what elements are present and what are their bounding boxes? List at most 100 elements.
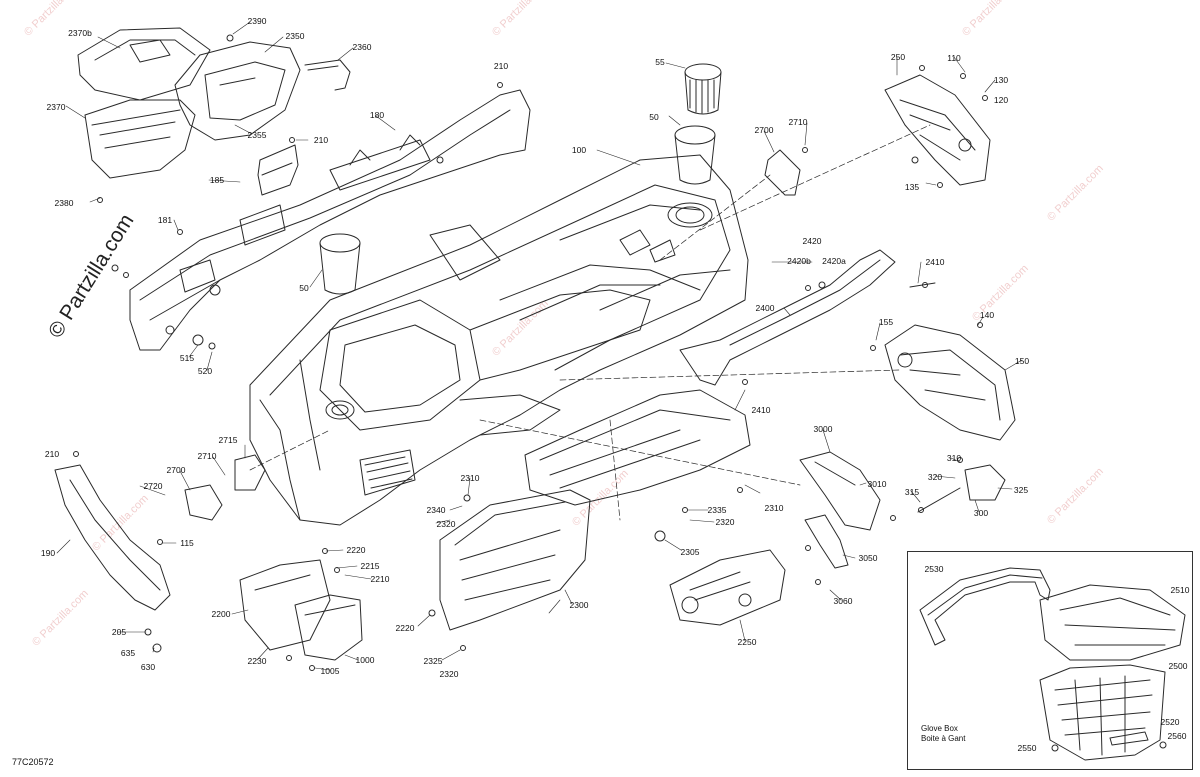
bracket-3050: [804, 514, 849, 569]
callout-3000: 3000: [813, 423, 833, 434]
callout-2350: 2350: [285, 30, 305, 41]
callout-50-left: 50: [299, 282, 309, 293]
callout-520: 520: [197, 365, 213, 376]
callout-515: 515: [179, 352, 195, 363]
duct-1000: [294, 594, 363, 661]
callout-205: 205: [111, 626, 127, 637]
assembly-lines: [249, 124, 931, 521]
lower-tray: [524, 389, 751, 506]
callout-150: 150: [1014, 355, 1030, 366]
callout-2355: 2355: [247, 129, 267, 140]
bracket-185: [257, 144, 299, 196]
callout-2310-right: 2310: [764, 502, 784, 513]
glove-box-inset-parts: [919, 567, 1186, 761]
latch-300: [964, 464, 1006, 501]
cover-3000: [799, 451, 881, 531]
callout-2305: 2305: [680, 546, 700, 557]
rod-315: [917, 487, 961, 513]
callout-2710-left: 2710: [197, 450, 217, 461]
callout-2710-top: 2710: [788, 116, 808, 127]
callout-2320-mid: 2320: [715, 516, 735, 527]
strap-2360: [304, 59, 351, 91]
callout-300: 300: [973, 507, 989, 518]
callout-2250: 2250: [737, 636, 757, 647]
duct-2200: [239, 559, 331, 651]
storage-bin-2370: [84, 99, 196, 179]
console-block-2250: [669, 549, 786, 626]
callout-135: 135: [904, 181, 920, 192]
storage-lid-2370b: [77, 27, 211, 101]
dashboard-main-body: [249, 154, 749, 526]
side-panel-150: [884, 324, 1016, 441]
callout-2400: 2400: [755, 302, 775, 313]
callout-2420a: 2420a: [822, 255, 846, 266]
callout-2335: 2335: [707, 504, 727, 515]
callout-120: 120: [993, 94, 1009, 105]
callout-2200: 2200: [211, 608, 231, 619]
callout-2300: 2300: [569, 599, 589, 610]
callout-630: 630: [140, 661, 156, 672]
cup-holder-50-right: [674, 125, 716, 185]
callout-2220-bottom: 2220: [395, 622, 415, 633]
inset-caption-fr: Boite à Gant: [921, 734, 966, 743]
callout-1000: 1000: [355, 654, 375, 665]
glove-box-2300: [439, 489, 591, 631]
bracket-190: [54, 464, 171, 611]
callout-55: 55: [655, 56, 665, 67]
callout-2550: 2550: [1017, 742, 1037, 753]
callout-2700-top: 2700: [754, 124, 774, 135]
bracket-2715: [234, 454, 266, 491]
callout-2410-center: 2410: [751, 404, 771, 415]
callout-315: 315: [904, 486, 920, 497]
callout-250: 250: [890, 51, 906, 62]
callout-115: 115: [180, 537, 194, 548]
callout-2390: 2390: [247, 15, 267, 26]
callout-2320-top: 2320: [436, 518, 456, 529]
callout-2230: 2230: [247, 655, 267, 666]
drawing-number: 77C20572: [12, 757, 54, 767]
callout-155: 155: [878, 316, 894, 327]
bracket-2700-top: [764, 149, 801, 196]
cup-holder-55: [684, 63, 722, 115]
callout-210: 210: [313, 134, 329, 145]
callout-130: 130: [993, 74, 1009, 85]
callout-3010: 3010: [867, 478, 887, 489]
side-panel-250: [884, 74, 991, 186]
callout-181: 181: [157, 214, 173, 225]
glove-box-inset-frame: [907, 551, 1193, 770]
callout-2210: 2210: [370, 573, 390, 584]
callout-2360: 2360: [352, 41, 372, 52]
callout-2520: 2520: [1160, 716, 1180, 727]
callout-2215: 2215: [360, 560, 380, 571]
bezel-2350: [174, 41, 301, 141]
callout-2715: 2715: [218, 434, 238, 445]
callout-210-top: 210: [493, 60, 509, 71]
callout-2370b: 2370b: [68, 27, 92, 38]
callout-325: 325: [1013, 484, 1029, 495]
cup-holder-50-left: [319, 233, 361, 295]
callout-2380: 2380: [54, 197, 74, 208]
callout-2510: 2510: [1170, 584, 1190, 595]
callout-2325: 2325: [423, 655, 443, 666]
callout-2720: 2720: [143, 480, 163, 491]
bracket-2700-left: [184, 484, 223, 521]
callout-2560: 2560: [1167, 730, 1187, 741]
callout-2700-left: 2700: [166, 464, 186, 475]
callout-3060: 3060: [833, 595, 853, 606]
callout-3050: 3050: [858, 552, 878, 563]
callout-2420b: 2420b: [787, 255, 811, 266]
callout-2420: 2420: [802, 235, 822, 246]
callout-1005: 1005: [320, 665, 340, 676]
callout-140: 140: [979, 309, 995, 320]
upper-beam: [129, 89, 531, 351]
inset-caption-en: Glove Box: [921, 724, 958, 733]
callout-2310-left: 2310: [460, 472, 480, 483]
callout-2320-bottom: 2320: [439, 668, 459, 679]
callout-100: 100: [571, 144, 587, 155]
callout-50-right: 50: [649, 111, 659, 122]
callout-185: 185: [209, 174, 225, 185]
callout-110: 110: [947, 52, 961, 63]
callout-2410-right: 2410: [925, 256, 945, 267]
